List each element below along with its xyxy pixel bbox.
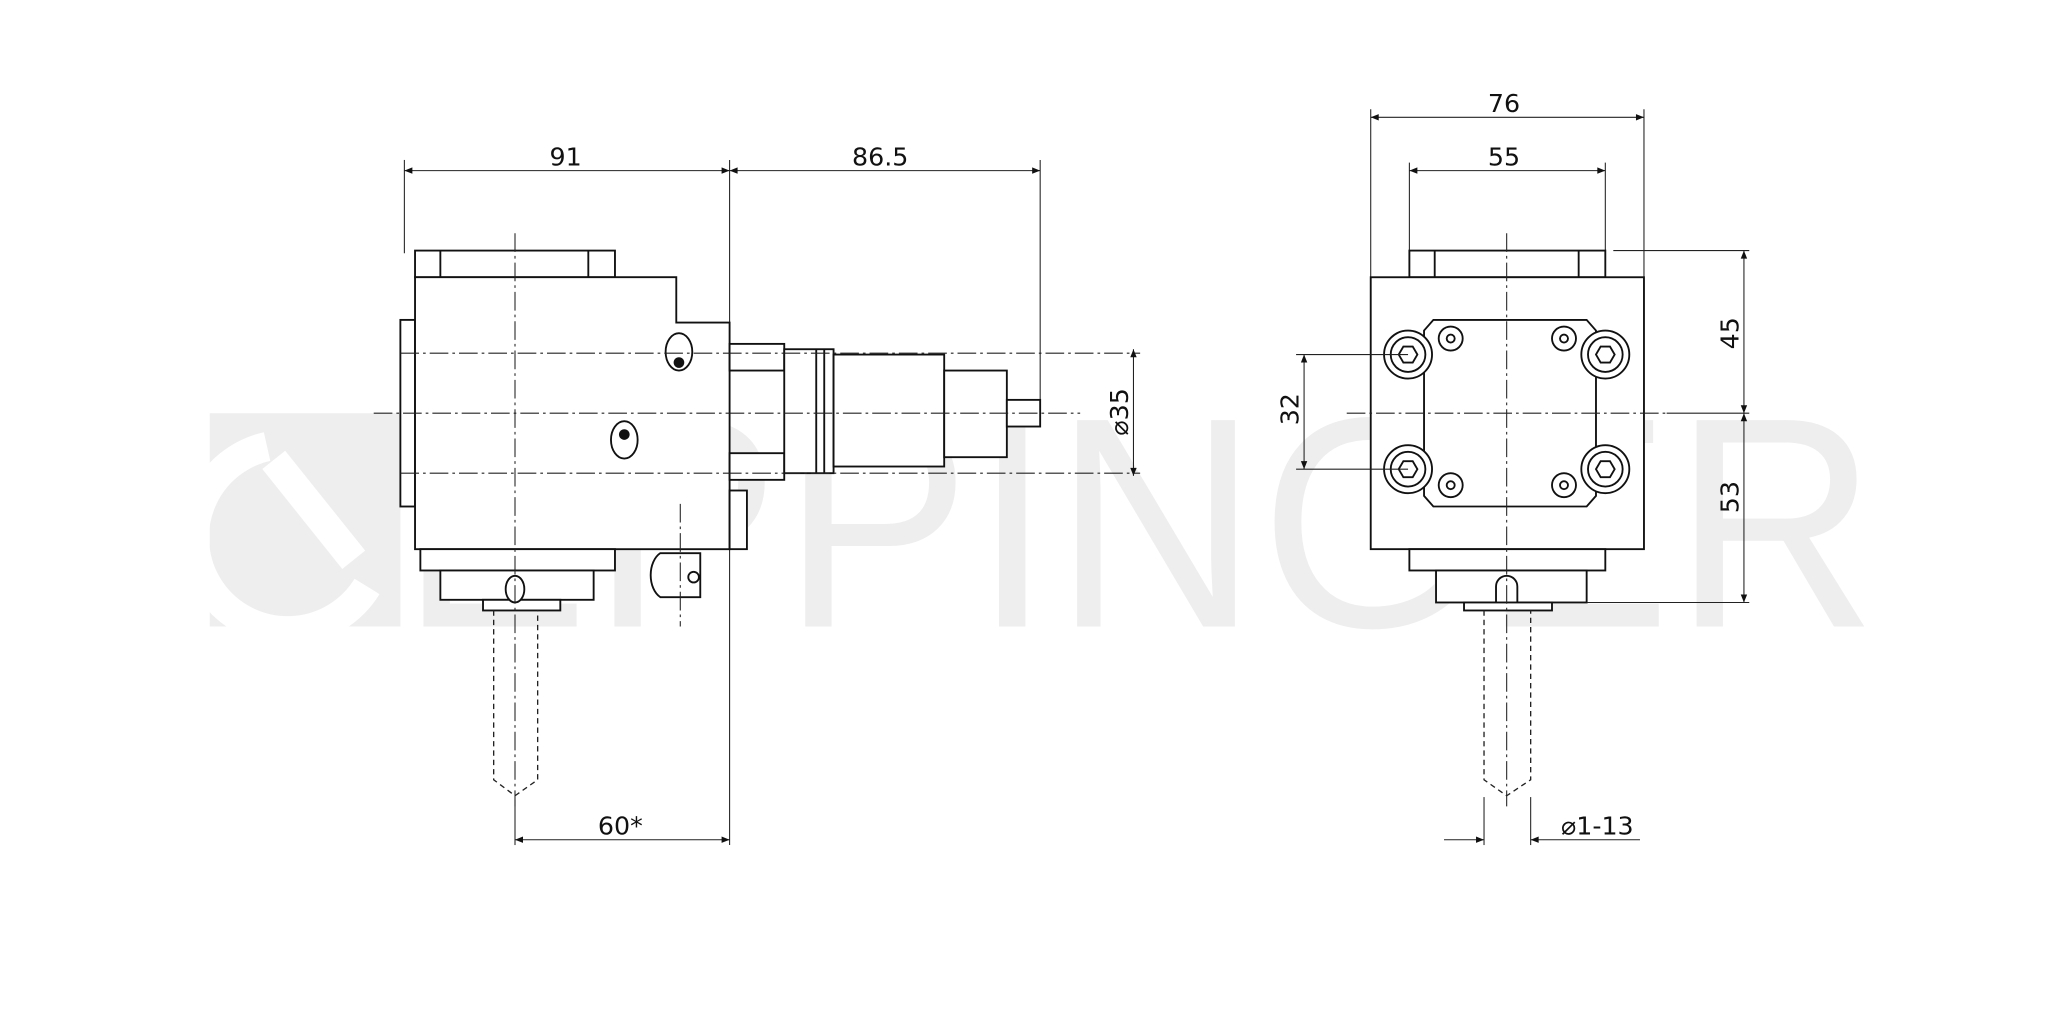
- side-view: 91 86.5 ⌀35 60*: [373, 141, 1141, 846]
- screw-icon: [1437, 325, 1577, 499]
- dim-label-55: 55: [1488, 141, 1520, 171]
- watermark-logo-icon: [179, 432, 380, 646]
- dim-label-86-5: 86.5: [852, 141, 908, 171]
- lube-hole-icon: [610, 420, 639, 460]
- dim-label-dia35: ⌀35: [1104, 388, 1134, 435]
- bottom-flange: [1408, 548, 1607, 572]
- dim-label-53: 53: [1715, 481, 1745, 513]
- stud-upper: [728, 342, 786, 372]
- dim-label-76: 76: [1488, 88, 1520, 118]
- coolant-connector: [649, 552, 702, 599]
- dim-label-clamping-range: ⌀1-13: [1561, 810, 1634, 840]
- shaft-body: [832, 353, 946, 468]
- bottom-flange: [419, 548, 616, 572]
- dim-label-60: 60*: [598, 810, 643, 840]
- dim-label-32: 32: [1275, 393, 1305, 425]
- dim-label-45: 45: [1715, 317, 1745, 349]
- top-flange: [1408, 249, 1607, 279]
- shaft-step: [943, 369, 1008, 459]
- watermark-logo-stroke: [262, 450, 366, 569]
- lube-hole-icon: [664, 332, 694, 372]
- shaft-collar: [783, 348, 835, 475]
- mounting-plate: [1423, 318, 1597, 508]
- dim-label-91: 91: [550, 141, 582, 171]
- front-view: 76 55 45 53: [1275, 88, 1750, 846]
- stud-lower: [728, 452, 786, 481]
